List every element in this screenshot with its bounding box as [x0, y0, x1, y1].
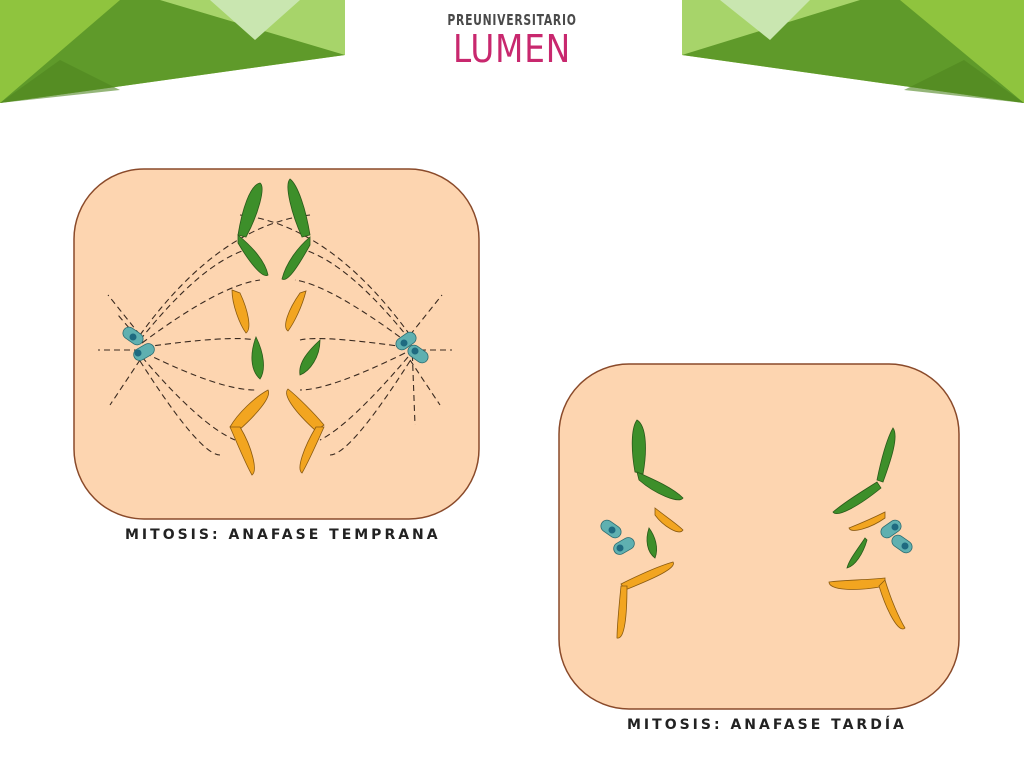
centriole-right [880, 519, 913, 554]
chromosome-orange-small-right [285, 290, 307, 332]
chromosome-orange-small-left [654, 507, 684, 533]
banner-right-shade [904, 60, 1024, 103]
caption-anafase-tardia: MITOSIS: ANAFASE TARDÍA [627, 717, 907, 733]
caption-anafase-temprana: MITOSIS: ANAFASE TEMPRANA [125, 527, 441, 543]
chromosome-green-large-right [281, 178, 311, 280]
banner-left-shade [0, 60, 120, 103]
chromosome-green-large-left [237, 182, 269, 276]
chromosome-orange-large-right [286, 388, 325, 474]
banner-left-pale [210, 0, 300, 40]
spindle-fibers [98, 214, 452, 456]
chromosome-green-large-left [631, 419, 684, 501]
chromosome-orange-large-left [616, 561, 674, 639]
chromosome-green-small-left [646, 527, 657, 559]
centriole-right [395, 331, 429, 364]
cell-membrane [73, 168, 480, 520]
chromosome-orange-small-left [231, 289, 250, 334]
chromosome-green-small-left [251, 335, 264, 380]
chromosome-orange-large-right [828, 577, 906, 630]
diagram-anafase-temprana [73, 168, 480, 520]
diagram-anafase-tardia [558, 363, 960, 710]
centriole-left [600, 519, 635, 555]
header-banner [0, 0, 1024, 103]
logo-subtitle: PREUNIVERSITARIO [447, 11, 577, 29]
chromosome-orange-large-left [229, 389, 269, 476]
chromosome-green-small-right [299, 339, 321, 376]
chromosome-orange-small-right [848, 511, 886, 531]
centriole-left [122, 326, 155, 361]
banner-right-pale [720, 0, 810, 40]
chromosome-green-large-right [832, 427, 896, 514]
logo-title: LUMEN [452, 27, 572, 71]
chromosome-green-small-right [846, 537, 868, 569]
cell-membrane [558, 363, 960, 710]
